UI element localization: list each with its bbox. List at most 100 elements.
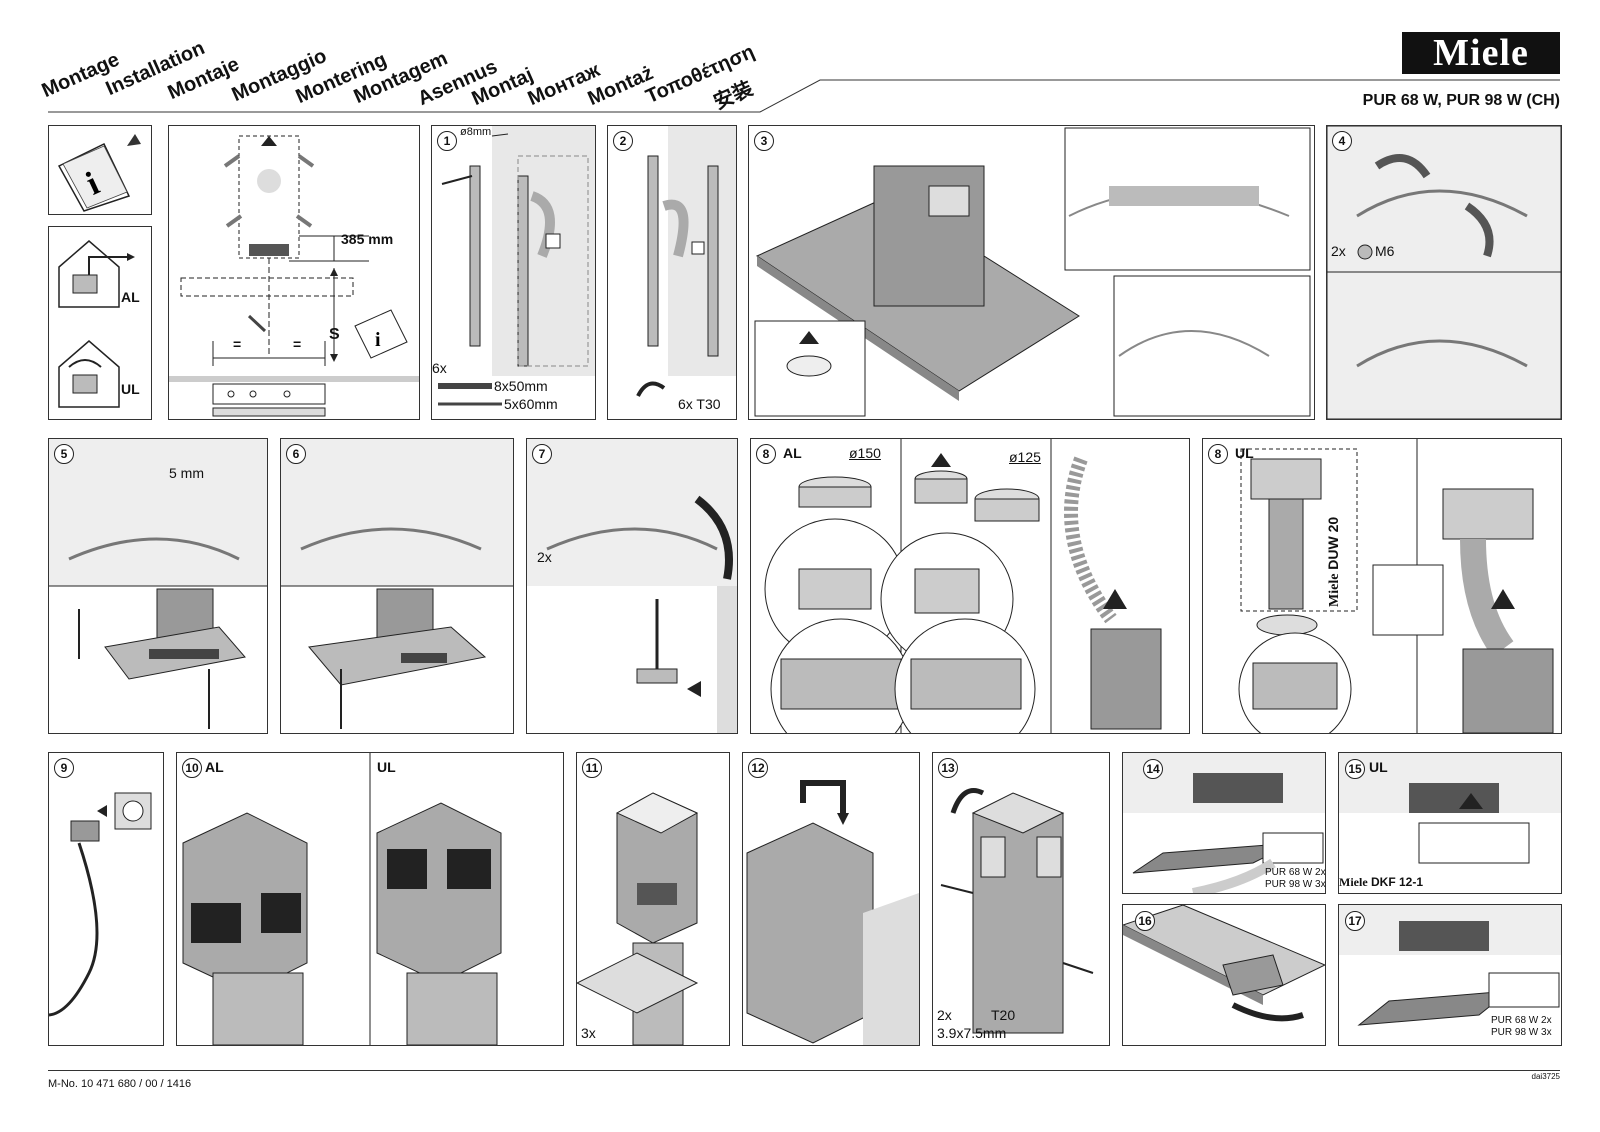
step-9-number: 9	[54, 758, 74, 778]
step-4: 4 2x M6	[1326, 125, 1562, 420]
step-14: 14 PUR 68 W 2x PUR 98 W 3x	[1122, 752, 1326, 894]
model-label: PUR 68 W, PUR 98 W (CH)	[1362, 92, 1560, 109]
step-6-drawing	[281, 439, 513, 729]
step-8-al-d125: ø125	[1009, 449, 1041, 465]
step-17-note-1: PUR 68 W 2x	[1491, 1015, 1552, 1026]
step-8-ul-drawing	[1238, 439, 1554, 733]
step-8-al-d150: ø150	[849, 445, 881, 461]
info-panel: i	[48, 125, 152, 215]
ul-label: UL	[121, 381, 140, 397]
step-5-gap: 5 mm	[169, 465, 204, 481]
step-2-number: 2	[613, 131, 633, 151]
step-13: 13 2x T20 3.9x7.5mm	[932, 752, 1110, 1046]
step-3-number: 3	[754, 131, 774, 151]
step-15-number: 15	[1345, 759, 1365, 779]
header-rule	[48, 79, 1560, 113]
step-7-drawing	[527, 439, 737, 733]
step-17-drawing	[1339, 905, 1561, 1026]
step-3: 3	[748, 125, 1315, 420]
step-13-drawing	[940, 788, 1094, 1034]
house-icons	[58, 240, 135, 408]
step-8-ul-kit-label: Miele DUW 20	[1325, 517, 1343, 607]
equal-left: =	[233, 336, 242, 352]
step-14-number: 14	[1143, 759, 1163, 779]
step-2: 2 6x T30	[607, 125, 737, 420]
s-label: S	[329, 326, 340, 343]
step-10: 10 AL UL	[176, 752, 564, 1046]
equal-right: =	[293, 336, 302, 352]
step-13-tool: T20	[991, 1007, 1016, 1023]
step-11: 11 3x	[576, 752, 730, 1046]
step-15-kit-label: Miele DKF 12-1	[1339, 875, 1423, 890]
step-15-drawing	[1339, 753, 1561, 864]
step-8-al: 8 AL ø150 ø125	[750, 438, 1190, 734]
step-15-kit-brand: Miele	[1339, 875, 1368, 889]
step-1-number: 1	[437, 131, 457, 151]
step-5-drawing	[49, 439, 267, 729]
step-4-nut-size: M6	[1375, 243, 1395, 259]
step-1-screw2: 5x60mm	[504, 396, 558, 412]
step-1: 1 ø8mm 6x 8x50mm 5x60mm	[431, 125, 596, 420]
step-15-kit-name: DKF 12-1	[1371, 875, 1424, 889]
step-17-note-2: PUR 98 W 3x	[1491, 1027, 1552, 1038]
step-4-number: 4	[1332, 131, 1352, 151]
step-8-al-number: 8	[756, 444, 776, 464]
manual-icon: i	[57, 134, 141, 212]
step-16-drawing	[1123, 905, 1325, 1022]
step-15: 15 UL Miele DKF 12-1	[1338, 752, 1562, 894]
step-12-drawing	[746, 780, 919, 1045]
step-3-drawing	[754, 127, 1311, 417]
step-7-qty: 2x	[537, 549, 552, 565]
step-5: 5 5 mm	[48, 438, 268, 734]
step-10-mode-al: AL	[205, 759, 224, 775]
measurement-panel: i 385 mm S = =	[168, 125, 420, 420]
svg-text:i: i	[375, 329, 381, 351]
step-11-qty: 3x	[581, 1025, 596, 1041]
al-label: AL	[121, 289, 140, 305]
step-7: 7 2x	[526, 438, 738, 734]
step-4-drawing	[1327, 126, 1561, 419]
step-8-al-mode: AL	[783, 445, 802, 461]
dimension-385: 385 mm	[341, 231, 394, 247]
footer-mno: M-No. 10 471 680 / 00 / 1416	[48, 1078, 192, 1090]
modes-panel: AL UL	[48, 226, 152, 420]
step-12-number: 12	[748, 758, 768, 778]
step-17-number: 17	[1345, 911, 1365, 931]
step-8-ul-kit-name: DUW 20	[1325, 516, 1341, 570]
step-5-number: 5	[54, 444, 74, 464]
step-12: 12	[742, 752, 920, 1046]
step-15-mode: UL	[1369, 759, 1388, 775]
step-2-drawing	[636, 126, 736, 397]
step-8-al-drawing	[764, 439, 1162, 733]
step-9-drawing	[49, 792, 152, 1017]
step-6: 6	[280, 438, 514, 734]
step-14-note-2: PUR 98 W 3x	[1265, 879, 1326, 890]
step-8-ul: 8 UL Miele DUW 20	[1202, 438, 1562, 734]
step-13-number: 13	[938, 758, 958, 778]
step-11-number: 11	[582, 758, 602, 778]
step-8-ul-mode: UL	[1235, 445, 1254, 461]
step-14-note-1: PUR 68 W 2x	[1265, 867, 1326, 878]
step-8-ul-kit-brand: Miele	[1327, 573, 1342, 607]
step-9: 9	[48, 752, 164, 1046]
step-13-size: 3.9x7.5mm	[937, 1025, 1007, 1041]
step-1-drill: ø8mm	[460, 126, 492, 138]
step-1-qty: 6x	[432, 360, 447, 376]
step-1-drawing	[438, 126, 595, 406]
step-16-number: 16	[1135, 911, 1155, 931]
step-16: 16	[1122, 904, 1326, 1046]
step-10-number: 10	[182, 758, 202, 778]
step-8-ul-number: 8	[1208, 444, 1228, 464]
step-11-drawing	[577, 792, 699, 1045]
footer-code: dai3725	[1531, 1072, 1560, 1081]
step-14-drawing	[1123, 753, 1325, 893]
footer-rule	[48, 1070, 1560, 1071]
step-2-tool: 6x T30	[678, 396, 721, 412]
brand-logo: Miele	[1402, 32, 1560, 74]
measurement-diagram: i	[169, 135, 419, 417]
step-10-drawing	[182, 753, 502, 1045]
step-10-mode-ul: UL	[377, 759, 396, 775]
step-13-qty: 2x	[937, 1007, 952, 1023]
step-1-screw1: 8x50mm	[494, 378, 548, 394]
step-7-number: 7	[532, 444, 552, 464]
